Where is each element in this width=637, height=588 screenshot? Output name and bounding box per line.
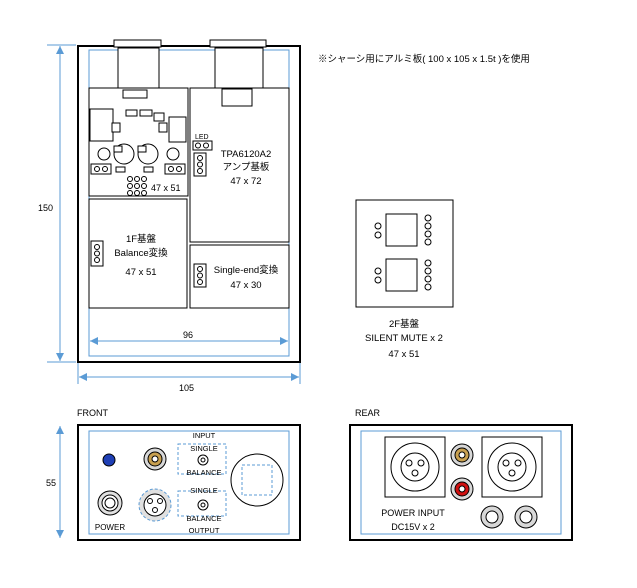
single-end-name: Single-end変換 (214, 264, 279, 276)
board-1f-top-size: 47 x 51 (151, 183, 181, 193)
rear-connector-left (480, 505, 504, 529)
led-indicator (102, 453, 116, 467)
chassis-note: ※シャーシ用にアルミ板( 100 x 105 x 1.5t )を使用 (318, 53, 530, 65)
single-end-size: 47 x 30 (230, 280, 261, 291)
rca-input-jack (143, 447, 167, 471)
panel-height-dimension: 55 (46, 426, 64, 538)
amp-board-sub: アンプ基板 (223, 161, 270, 173)
rca-red-jack (450, 477, 474, 501)
inner-width-label: 96 (183, 330, 193, 340)
volume-knob[interactable] (230, 453, 284, 507)
output-single-label: SINGLE (190, 486, 218, 495)
board-1f-size: 47 x 51 (125, 267, 156, 278)
input-switch-box (177, 443, 227, 475)
board-2f-sub: SILENT MUTE x 2 (365, 333, 443, 344)
power-switch[interactable] (97, 490, 123, 516)
dc-label: DC15V x 2 (391, 522, 435, 532)
power-xlr-left (384, 436, 446, 498)
power-input-label: POWER INPUT (381, 508, 445, 518)
xlr-jack-body-left (117, 47, 160, 90)
output-balance-label: BALANCE (186, 514, 221, 523)
board-1f-top: 47 x 51 (88, 87, 189, 197)
input-single-label: SINGLE (190, 444, 218, 453)
amp-board: LED TPA6120A2 アンプ基板 47 x 72 (189, 87, 290, 243)
rear-connector-right (514, 505, 538, 529)
height-dimension: 150 (38, 44, 76, 363)
rca-white-jack (450, 443, 474, 467)
board-1f-name: 1F基盤 (126, 233, 157, 245)
board-2f: 2F基盤 SILENT MUTE x 2 47 x 51 (355, 199, 454, 360)
rear-panel-inner (360, 430, 562, 535)
board-2f-name: 2F基盤 (389, 318, 420, 330)
board-2f-size: 47 x 51 (388, 349, 419, 360)
xlr-jack-body-right (214, 47, 264, 89)
board-1f-balance: 1F基盤 Balance変換 47 x 51 (88, 198, 188, 309)
front-label: FRONT (77, 408, 108, 418)
front-panel-inner (88, 430, 290, 535)
output-switch-box (177, 490, 227, 517)
power-xlr-right (481, 436, 543, 498)
top-view-chassis (77, 45, 301, 363)
outer-width-dimension: 105 (77, 363, 301, 393)
amp-board-size: 47 x 72 (230, 176, 261, 187)
front-connector-tab-left (113, 39, 162, 48)
amp-board-name: TPA6120A2 (221, 149, 272, 160)
board-1f-sub: Balance変換 (114, 247, 168, 259)
power-label: POWER (95, 523, 125, 532)
front-panel (77, 424, 301, 541)
input-label: INPUT (193, 431, 216, 440)
input-toggle-switch[interactable] (197, 454, 209, 466)
xlr-output-jack (138, 488, 172, 522)
led-label: LED (195, 134, 209, 141)
single-end-board: Single-end変換 47 x 30 (189, 244, 290, 309)
input-balance-label: BALANCE (186, 468, 221, 477)
front-connector-tab-right (209, 39, 267, 48)
rear-label: REAR (355, 408, 381, 418)
output-toggle-switch[interactable] (197, 499, 209, 511)
height-label: 150 (38, 203, 53, 213)
rear-panel (349, 424, 573, 541)
outer-width-label: 105 (179, 383, 194, 393)
output-label: OUTPUT (189, 526, 220, 535)
panel-height-label: 55 (46, 478, 56, 488)
inner-width-dimension: 96 (90, 330, 288, 345)
